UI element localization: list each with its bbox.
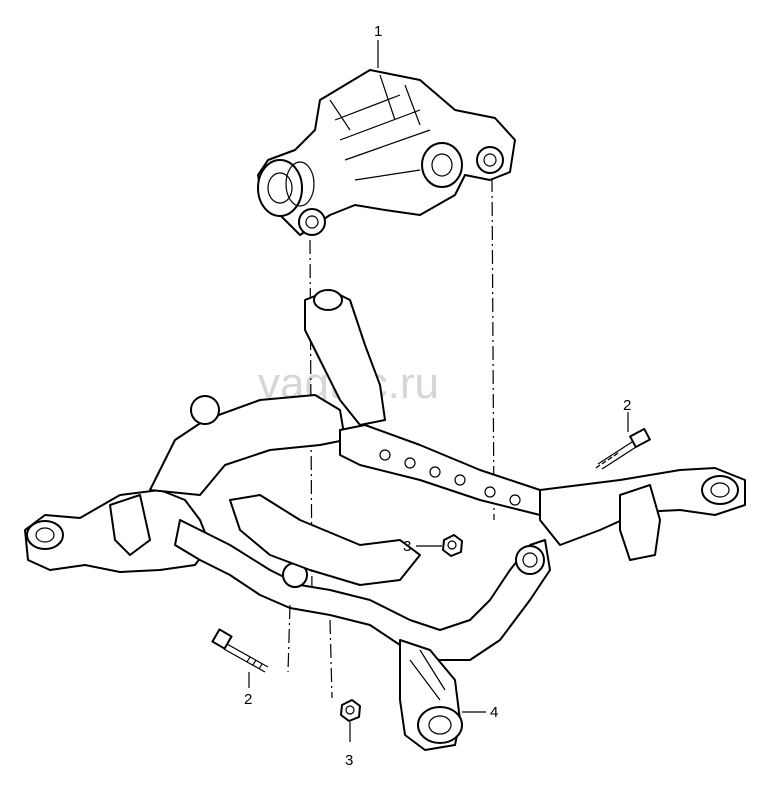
rear-subframe — [24, 289, 746, 751]
bolt-left — [211, 628, 269, 673]
label-2-left: 2 — [244, 691, 252, 708]
assembly-line-right — [491, 177, 495, 521]
assembly-line-nut-bottom — [329, 619, 333, 699]
label-1: 1 — [374, 23, 382, 40]
label-3-bottom: 3 — [345, 752, 353, 769]
label-2-right: 2 — [623, 397, 631, 414]
label-3-mid: 3 — [403, 538, 411, 555]
nut-bottom — [340, 699, 361, 722]
nut-mid — [442, 534, 463, 557]
label-4: 4 — [490, 704, 498, 721]
bolt-right — [595, 427, 651, 470]
assembly-line-bolt-left — [287, 604, 291, 673]
differential-housing — [257, 69, 516, 236]
